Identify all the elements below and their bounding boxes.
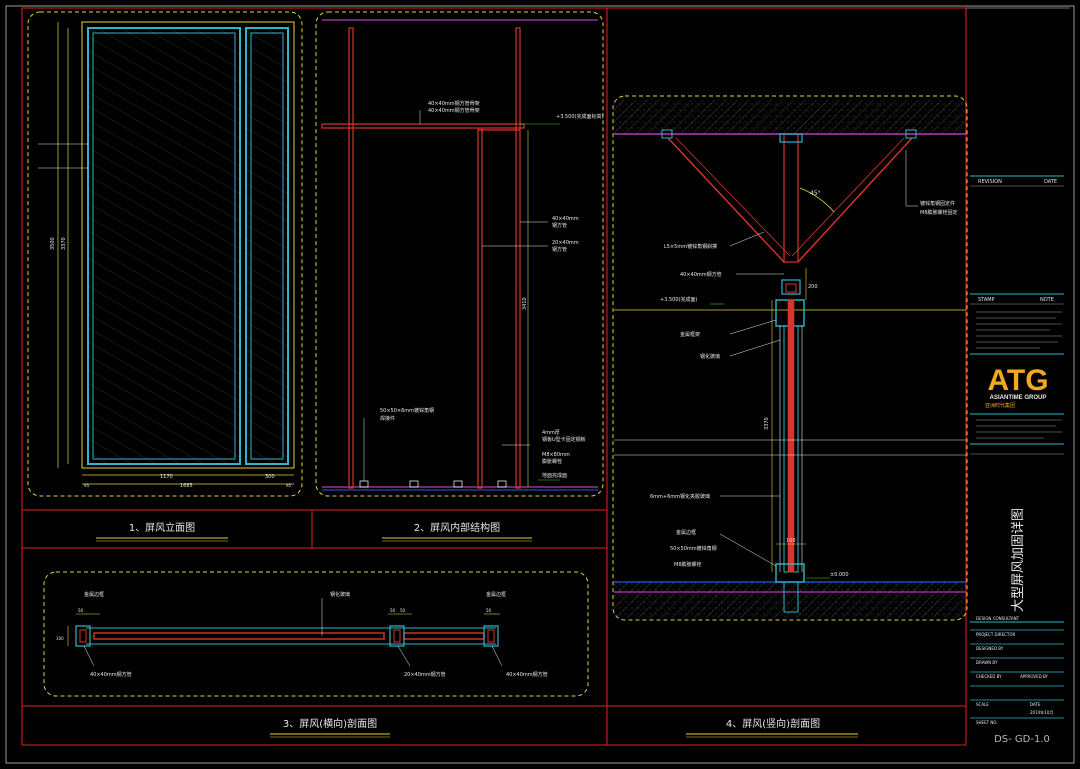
dim-v3-right: 50 — [486, 608, 492, 613]
atg-logo: ATG — [987, 364, 1048, 397]
dim-v4-height: 3370 — [764, 417, 770, 430]
dim-height-view2: 3410 — [522, 297, 528, 310]
dim-side-right: 95 — [286, 483, 292, 488]
dim-gap-width: 300 — [265, 474, 275, 480]
note-anchor-sub: 钢板U型卡固定钢板 — [542, 436, 586, 443]
rev-header-right: DATE — [1044, 179, 1057, 185]
note-base-b: 50×50mm镀锌角钢 — [670, 545, 717, 552]
view1-outer-frame — [81, 21, 295, 469]
note-base-plate: 50×50×6mm镀锌角钢 — [380, 407, 434, 414]
floor-level-v4: ±0.000 — [830, 572, 849, 578]
glass-panel-main — [87, 27, 241, 465]
note-glass: 6mm+6mm钢化夹胶玻璃 — [650, 493, 710, 500]
title-view2: 2、屏风内部结构图 — [414, 521, 500, 534]
stamp-header-left: STAMP — [978, 297, 995, 303]
view1-elevation: 3500 3370 1170 300 1665 95 95 — [27, 11, 303, 497]
label-project-director: PROJECT DIRECTOR — [976, 632, 1016, 637]
note-base-plate-sub: 焊接件 — [380, 415, 395, 422]
note-diag-brace: L5×5mm镀锌角钢斜撑 — [664, 243, 717, 250]
post-left — [348, 27, 354, 489]
view3-boundary — [43, 571, 589, 697]
atg-logo-tag: 亚洲时代集团 — [985, 402, 1015, 409]
note-frame-a: 金属框架 — [680, 331, 700, 338]
label-drawn-by: DRAWN BY — [976, 660, 998, 665]
note-top-tube: 40×40mm钢方管 — [680, 271, 722, 278]
note-ceiling-anchor-sub: M8膨胀螺栓固定 — [920, 209, 958, 216]
dim-side-left: 95 — [84, 483, 90, 488]
sheet-border — [5, 5, 1075, 764]
glass-section — [787, 299, 795, 573]
note-vertical-tube-sub: 钢方管 — [552, 222, 567, 229]
note-bolt: M8×80mm — [542, 452, 570, 458]
note-top-beam: 40×40mm钢方管骨架 — [428, 100, 480, 107]
glass-panel-side — [245, 27, 289, 465]
label-approved-by: APPROVED BY — [1020, 674, 1049, 679]
atg-logo-sub: ASIANTIME GROUP — [990, 395, 1047, 401]
dim-v4-200: 200 — [808, 284, 818, 290]
steel-tube-right-run — [403, 632, 485, 640]
note-mid-tube-sub: 钢方管 — [552, 246, 567, 253]
steel-tube-left-run — [93, 632, 385, 640]
level-tag: +3.500(完成面标高) — [556, 113, 603, 120]
dim-height-inner: 3370 — [61, 237, 67, 250]
note-base-c: M8膨胀螺栓 — [674, 561, 702, 568]
view2-boundary — [315, 11, 604, 497]
dim-v3-mid-a: 50 — [390, 608, 396, 613]
note-v3-right-top: 金属边框 — [486, 591, 506, 598]
top-beam — [321, 123, 525, 129]
drawing-number: DS- GD-1.0 — [994, 734, 1050, 745]
label-scale: SCALE — [976, 702, 989, 707]
glass-panel-side-inner — [250, 32, 284, 460]
level-v4: +3.500(完成面) — [660, 296, 697, 303]
dim-v4-100: 100 — [786, 538, 796, 544]
drawing-title: 大型屏风加固详图 — [1011, 508, 1026, 612]
label-sheet-no: SHEET NO. — [976, 720, 998, 725]
note-anchor: 4mm厚 — [542, 430, 560, 436]
angle-label: 45° — [810, 190, 821, 197]
dim-panel-width: 1170 — [160, 474, 173, 480]
hanger-tube — [783, 133, 799, 263]
view1-boundary — [27, 11, 303, 497]
post-right — [515, 27, 521, 489]
view3-horizontal-section: 金属边框 钢化玻璃 金属边框 50 50 50 50 100 40×40mm钢方… — [43, 571, 589, 697]
note-top-beam-sub: 40×40mm钢方管骨架 — [428, 107, 480, 114]
dim-height-outer: 3500 — [50, 237, 56, 250]
title-block: REVISION DATE STAMP NOTE ATG ASIANTIME G… — [966, 7, 1070, 745]
view4-boundary — [612, 95, 968, 621]
dim-v3-height: 100 — [56, 636, 64, 641]
title-view4: 4、屏风(竖向)剖面图 — [726, 717, 820, 730]
dim-v3-mid-b: 50 — [400, 608, 406, 613]
glass-panel-main-inner — [92, 32, 236, 460]
note-v3-middle-top: 钢化玻璃 — [330, 591, 350, 598]
note-frame-b: 钢化玻璃 — [700, 353, 720, 360]
note-v3-bottom-right: 40×40mm钢方管 — [506, 671, 548, 678]
note-mid-tube: 20×40mm — [552, 240, 579, 246]
note-base-a: 金属边框 — [676, 529, 696, 536]
dim-v3-left: 50 — [78, 608, 84, 613]
view4-vertical-section: 45° 3370 镀锌角钢固定件 M8膨胀螺栓固定 L5×5mm镀锌角钢斜撑 4… — [612, 95, 968, 621]
view-grid — [21, 7, 967, 746]
note-ceiling-anchor: 镀锌角钢固定件 — [920, 200, 955, 207]
mid-post — [477, 127, 483, 489]
note-floor: 地面完成面 — [542, 472, 567, 479]
view2-structure: 40×40mm钢方管骨架 40×40mm钢方管骨架 +3.500(完成面标高) … — [315, 11, 604, 497]
dim-total-width: 1665 — [180, 483, 193, 489]
label-checked-by: CHECKED BY — [976, 674, 1002, 679]
label-date: DATE — [1030, 702, 1041, 707]
note-vertical-tube: 40×40mm — [552, 216, 579, 222]
label-design-consultant: DESIGN CONSULTANT — [976, 616, 1020, 621]
date-value: 2014年10月 — [1030, 709, 1053, 715]
title-view3: 3、屏风(横向)剖面图 — [283, 717, 377, 730]
label-designed-by: DESIGNED BY — [976, 646, 1004, 651]
note-v3-bottom-mid: 20×40mm钢方管 — [404, 671, 446, 678]
stamp-header-right: NOTE — [1040, 297, 1054, 303]
note-bolt-sub: 膨胀螺栓 — [542, 458, 562, 465]
title-view1: 1、屏风立面图 — [129, 521, 195, 534]
rev-header-left: REVISION — [978, 179, 1002, 185]
note-v3-bottom-left: 40×40mm钢方管 — [90, 671, 132, 678]
note-v3-left-top: 金属边框 — [84, 591, 104, 598]
